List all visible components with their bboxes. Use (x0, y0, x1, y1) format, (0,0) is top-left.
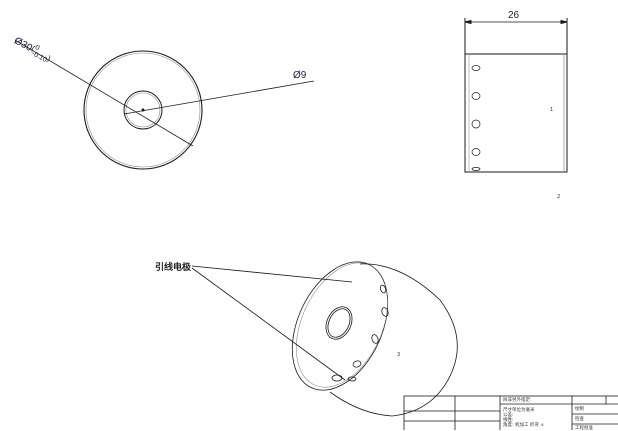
title-block (403, 395, 618, 430)
lead-electrode-callout: 引线电极 (155, 263, 192, 273)
linear-label: 线性: (503, 418, 514, 423)
units-note: 尺寸单位为毫米 (503, 408, 535, 413)
tolerance-label: 公差: (503, 413, 514, 418)
angular-label: 角度: 机加工 折弯 ± (503, 423, 545, 428)
side-note-mark: 2 (557, 194, 561, 200)
drawn-label: 绘制 (575, 407, 584, 412)
length-dimension: 26 (508, 10, 520, 21)
iso-view (191, 261, 458, 417)
iso-center-mark: 3 (397, 352, 401, 358)
checked-label: 检查 (575, 417, 584, 422)
side-center-mark: 1 (550, 107, 554, 113)
inner-diameter-label: Ø9 (293, 70, 307, 81)
side-view (464, 18, 568, 173)
unless-specified: 除非另外指定: (503, 398, 532, 403)
front-view (14, 39, 315, 170)
eng-approval-label: 工程批准 (575, 426, 593, 431)
